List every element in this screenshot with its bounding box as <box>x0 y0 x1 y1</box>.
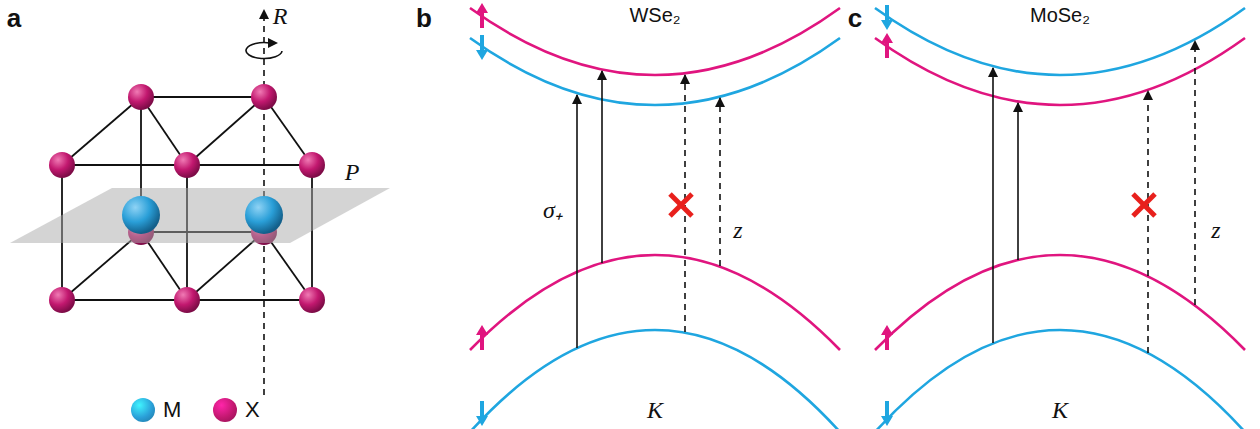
metal-atoms <box>122 196 283 234</box>
legend-label: M <box>163 399 181 421</box>
transitions <box>577 71 720 348</box>
axis-label: R <box>273 4 288 28</box>
atom-swatch <box>131 398 155 422</box>
spin-arrows <box>881 5 893 426</box>
transitions <box>993 41 1195 353</box>
polarization-label: σ₊ <box>543 198 563 222</box>
legend-entry: X <box>213 398 260 422</box>
bands <box>875 8 1245 429</box>
forbidden-cross <box>1133 194 1155 216</box>
valley-label: K <box>1052 398 1068 422</box>
panel-letter: c <box>848 5 862 31</box>
spin-arrows <box>476 3 488 426</box>
material-name: MoSe₂ <box>1030 5 1090 25</box>
panel-letter: b <box>416 5 432 31</box>
forbidden-cross <box>670 194 692 216</box>
atom-swatch <box>213 398 237 422</box>
legend-label: X <box>245 399 260 421</box>
valley-label: K <box>647 398 663 422</box>
legend-entry: M <box>131 398 181 422</box>
mirror-plane <box>10 188 390 243</box>
panel-letter: a <box>7 5 21 31</box>
front-atoms <box>49 152 325 313</box>
polarization-label: z <box>733 218 742 242</box>
material-name: WSe₂ <box>629 5 680 25</box>
polarization-label: z <box>1211 218 1220 242</box>
rotation-loop <box>246 38 282 59</box>
bands <box>470 8 840 429</box>
plane-label: P <box>345 160 360 184</box>
